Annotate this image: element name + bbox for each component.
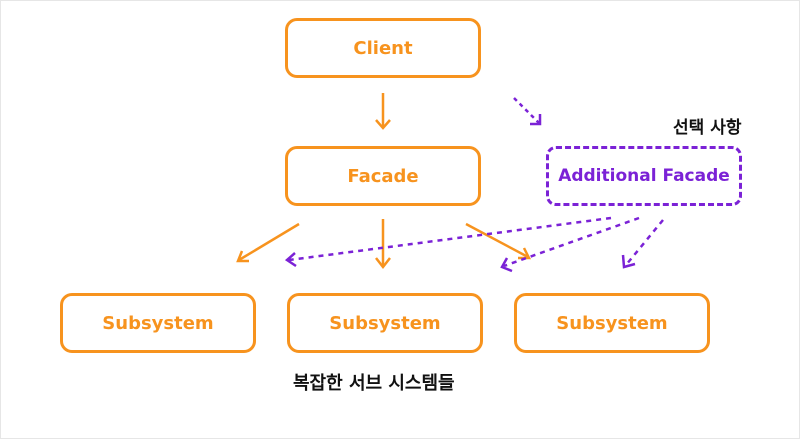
- subsystem-left-box: Subsystem: [60, 293, 256, 353]
- subsystem-middle-label: Subsystem: [329, 312, 441, 334]
- arrowhead-facade-to-subsystem-middle: [375, 257, 391, 270]
- arrowhead-client-to-additional-facade: [530, 114, 542, 126]
- arrowhead-additional-to-subsystem-left: [284, 252, 297, 268]
- subsystem-right-box: Subsystem: [514, 293, 710, 353]
- arrowhead-facade-to-subsystem-left: [236, 250, 249, 263]
- client-box: Client: [285, 18, 481, 78]
- arrow-additional-to-below: [625, 219, 664, 266]
- subsystem-middle-box: Subsystem: [287, 293, 483, 353]
- facade-box: Facade: [285, 146, 481, 206]
- facade-label: Facade: [347, 165, 419, 187]
- subsystem-right-label: Subsystem: [556, 312, 668, 334]
- arrow-additional-to-subsystem-right: [503, 216, 640, 268]
- subsystem-left-label: Subsystem: [102, 312, 214, 334]
- complex-subsystems-label: 복잡한 서브 시스템들: [293, 373, 455, 394]
- arrowhead-additional-to-subsystem-right: [500, 257, 513, 273]
- arrowhead-client-to-facade: [375, 119, 391, 130]
- arrow-facade-to-subsystem-left: [238, 222, 300, 262]
- arrow-additional-to-subsystem-left: [288, 216, 612, 262]
- arrowhead-additional-to-below: [621, 254, 636, 269]
- arrowhead-facade-to-subsystem-right: [518, 247, 532, 260]
- additional-facade-box: Additional Facade: [546, 146, 742, 206]
- additional-facade-label: Additional Facade: [558, 166, 730, 186]
- optional-label: 선택 사항: [673, 118, 742, 138]
- arrow-facade-to-subsystem-right: [465, 222, 529, 259]
- client-label: Client: [353, 37, 413, 59]
- arrow-client-to-additional-facade: [513, 97, 540, 124]
